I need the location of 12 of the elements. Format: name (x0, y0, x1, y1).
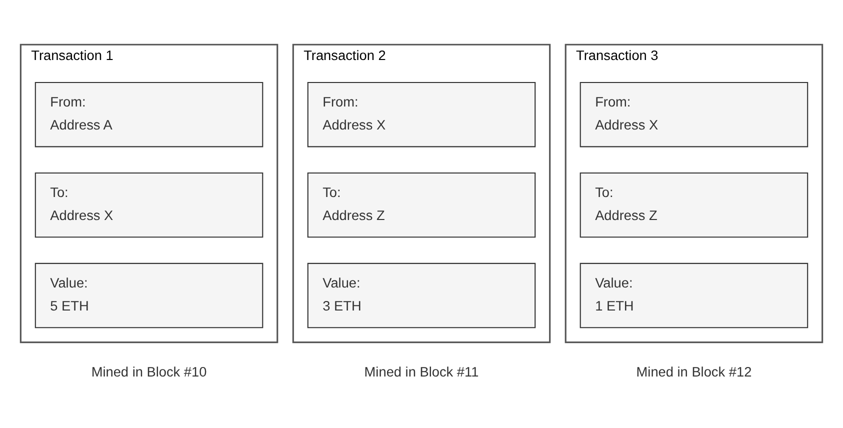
node-box: To: Address Z (580, 172, 808, 238)
node-box: Value: 3 ETH (307, 262, 536, 328)
node-box: To: Address Z (307, 172, 536, 238)
node-label: Mined in Block #10 (91, 364, 207, 380)
node-box: From: Address X (580, 82, 808, 148)
node-box: Value: 5 ETH (34, 262, 264, 328)
node-label: Mined in Block #12 (636, 364, 752, 380)
node-label: Mined in Block #11 (364, 364, 479, 380)
node-box: Value: 1 ETH (580, 262, 808, 328)
node-box: From: Address A (34, 82, 264, 148)
node-box: From: Address X (307, 82, 536, 148)
node-box: To: Address X (34, 172, 264, 238)
